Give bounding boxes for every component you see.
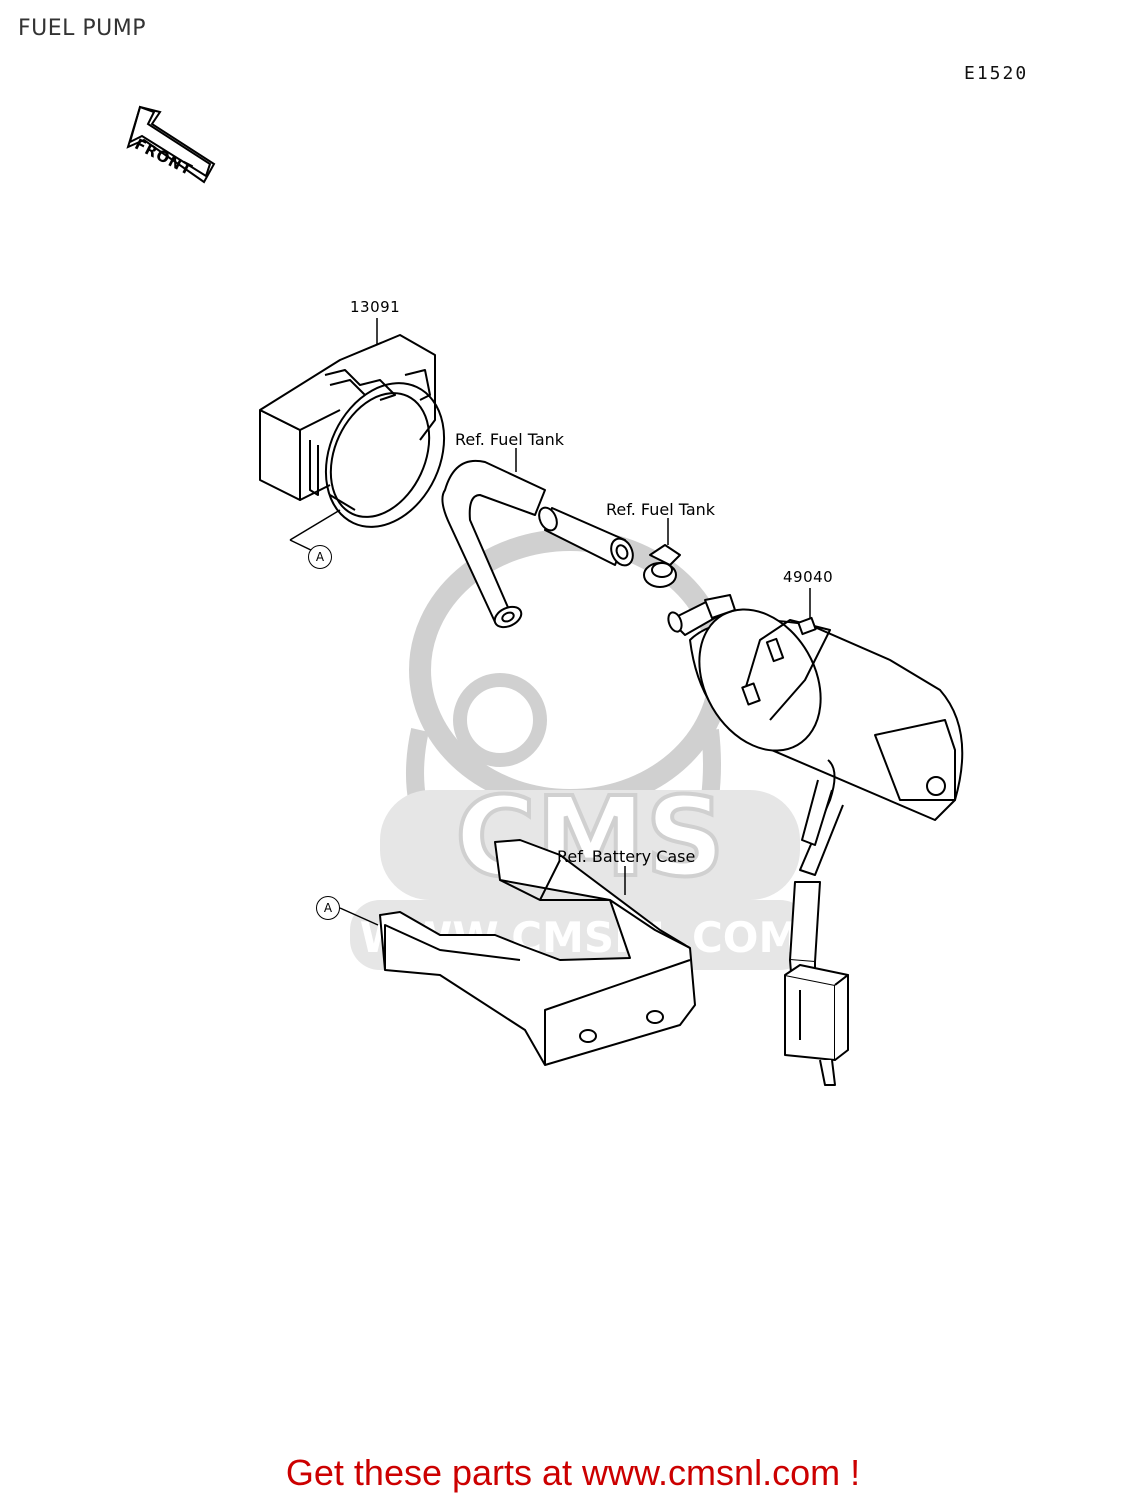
marker-a-top: A [308, 545, 332, 569]
ref-fuel-tank-hose-label: Ref. Fuel Tank [455, 430, 565, 449]
diagram-code: E1520 [964, 63, 1029, 84]
part-number-49040[interactable]: 49040 [783, 568, 834, 586]
footer-shop-link[interactable]: Get these parts at www.cmsnl.com ! [285, 1452, 861, 1493]
rubber-bracket-13091 [259, 334, 446, 553]
fuel-hose-bent [441, 459, 546, 629]
page-title: FUEL PUMP [18, 16, 147, 41]
ref-fuel-tank-clamp-label: Ref. Fuel Tank [606, 500, 716, 519]
battery-case-ref [379, 839, 696, 1066]
fuel-pump-49040 [667, 594, 964, 1086]
ref-battery-case-label: Ref. Battery Case [557, 847, 696, 866]
fuel-hose-straight [538, 506, 634, 567]
part-number-13091[interactable]: 13091 [350, 298, 401, 316]
marker-a-bottom: A [316, 896, 340, 920]
hose-clamp [643, 544, 681, 588]
front-direction-arrow-icon [126, 105, 216, 184]
